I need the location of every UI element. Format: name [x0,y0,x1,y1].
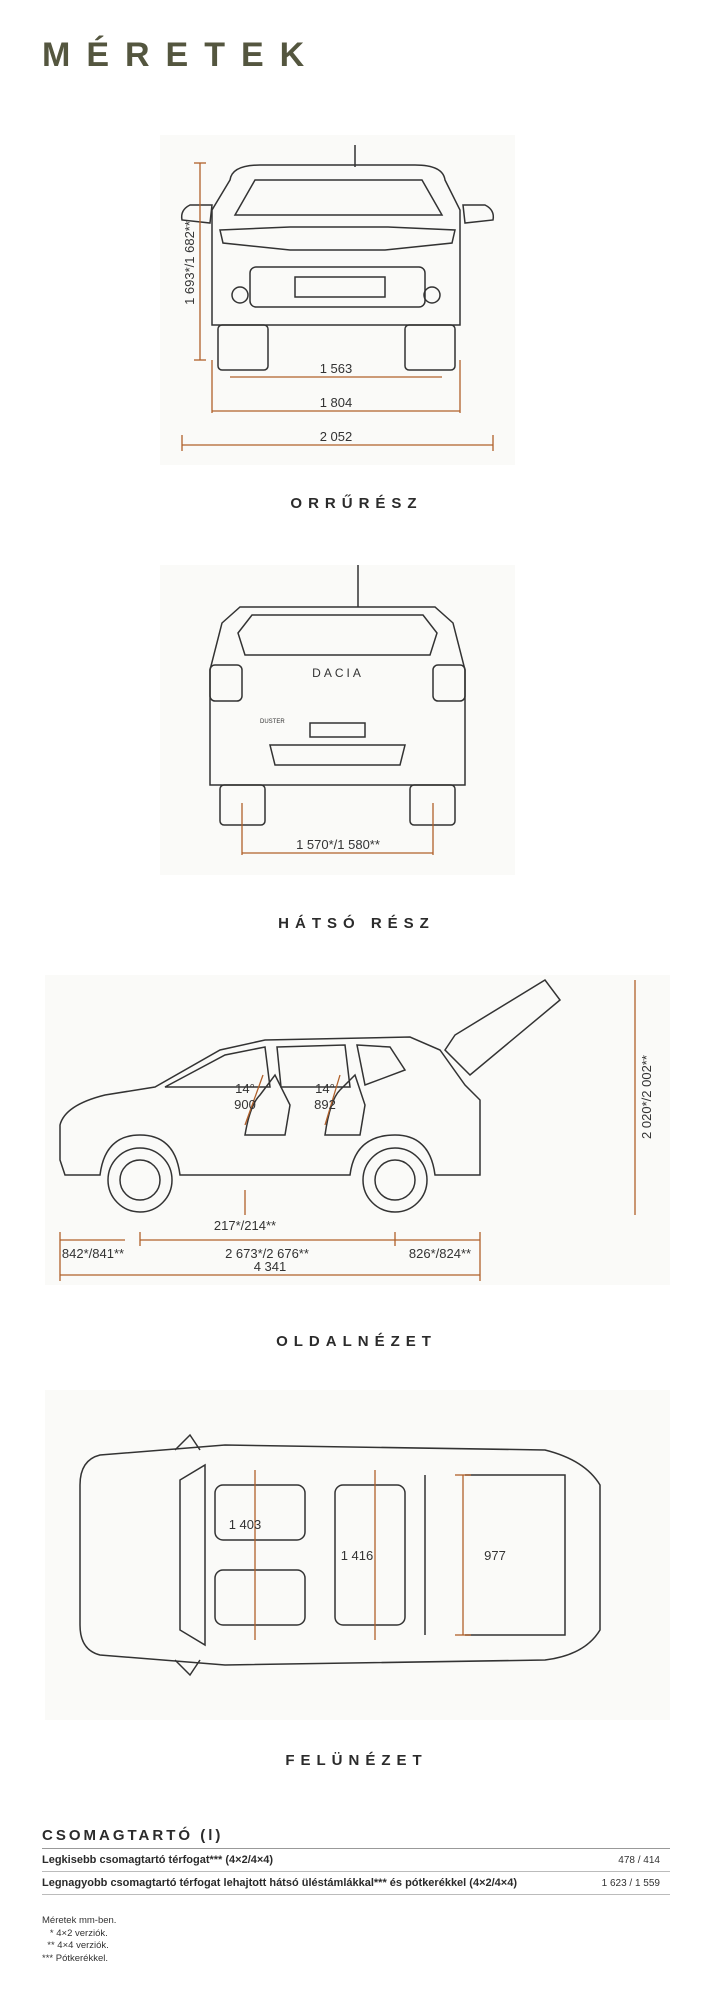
front-height-label: 1 693*/1 682** [182,221,197,305]
length-label: 4 341 [254,1259,287,1274]
luggage-row-label: Legnagyobb csomagtartó térfogat lehajtot… [42,1877,517,1889]
luggage-section-title: CSOMAGTARTÓ (l) [42,1827,224,1844]
rear-model-badge: DUSTER [260,719,285,725]
top-view-drawing: 1 403 1 416 977 [79,1433,601,1677]
front-headroom-label: 900 [234,1097,256,1112]
front-view-caption: ORRŰRÉSZ [290,495,423,512]
side-view-caption: OLDALNÉZET [276,1333,437,1350]
rear-track-label: 1 570*/1 580** [296,837,380,852]
luggage-table: Legkisebb csomagtartó térfogat*** (4×2/4… [42,1848,670,1895]
side-view-drawing: 14° 900 14° 892 217*/214** 842*/841** 2 … [59,979,654,1281]
front-width-mirrors-label: 2 052 [320,429,353,444]
rear-headroom-label: 892 [314,1097,336,1112]
table-row: Legkisebb csomagtartó térfogat*** (4×2/4… [42,1849,670,1872]
rear-width-top-label: 1 416 [341,1548,374,1563]
front-view-drawing: 1 693*/1 682** 1 563 1 804 2 052 [180,145,495,451]
front-view: 1 693*/1 682** 1 563 1 804 2 052 [160,135,515,465]
rear-seat-angle-label: 14° [315,1081,335,1096]
boot-width-label: 977 [484,1548,506,1563]
footnote: * 4×2 verziók. [42,1927,108,1939]
table-row: Legnagyobb csomagtartó térfogat lehajtot… [42,1872,670,1895]
wheelbase-label: 2 673*/2 676** [225,1246,309,1261]
rear-badge: DACIA [312,666,364,680]
front-track-label: 1 563 [320,361,353,376]
rear-view-caption: HÁTSÓ RÉSZ [278,915,435,932]
top-view: 1 403 1 416 977 [45,1390,670,1720]
rear-view-drawing: DACIA DUSTER 1 570*/1 580** [209,565,466,855]
rear-overhang-label: 826*/824** [409,1246,471,1261]
side-view: 14° 900 14° 892 217*/214** 842*/841** 2 … [45,975,670,1285]
footnote: Méretek mm-ben. [42,1915,117,1926]
rear-view: DACIA DUSTER 1 570*/1 580** [160,565,515,875]
page-title: MÉRETEK [42,36,321,74]
front-seat-angle-label: 14° [235,1081,255,1096]
ground-clearance-label: 217*/214** [214,1218,276,1233]
footnotes: Méretek mm-ben. * 4×2 verziók. ** 4×4 ve… [42,1915,116,1965]
front-width-label: 1 804 [320,395,353,410]
front-overhang-label: 842*/841** [62,1246,124,1261]
top-view-caption: FELÜNÉZET [285,1752,428,1769]
luggage-row-value: 1 623 / 1 559 [601,1877,660,1889]
footnote: ** 4×4 verziók. [42,1940,109,1951]
height-open-label: 2 020*/2 002** [639,1055,654,1139]
front-width-top-label: 1 403 [229,1517,262,1532]
footnote: *** Pótkerékkel. [42,1952,109,1964]
luggage-row-label: Legkisebb csomagtartó térfogat*** (4×2/4… [42,1854,274,1866]
luggage-row-value: 478 / 414 [618,1854,660,1866]
